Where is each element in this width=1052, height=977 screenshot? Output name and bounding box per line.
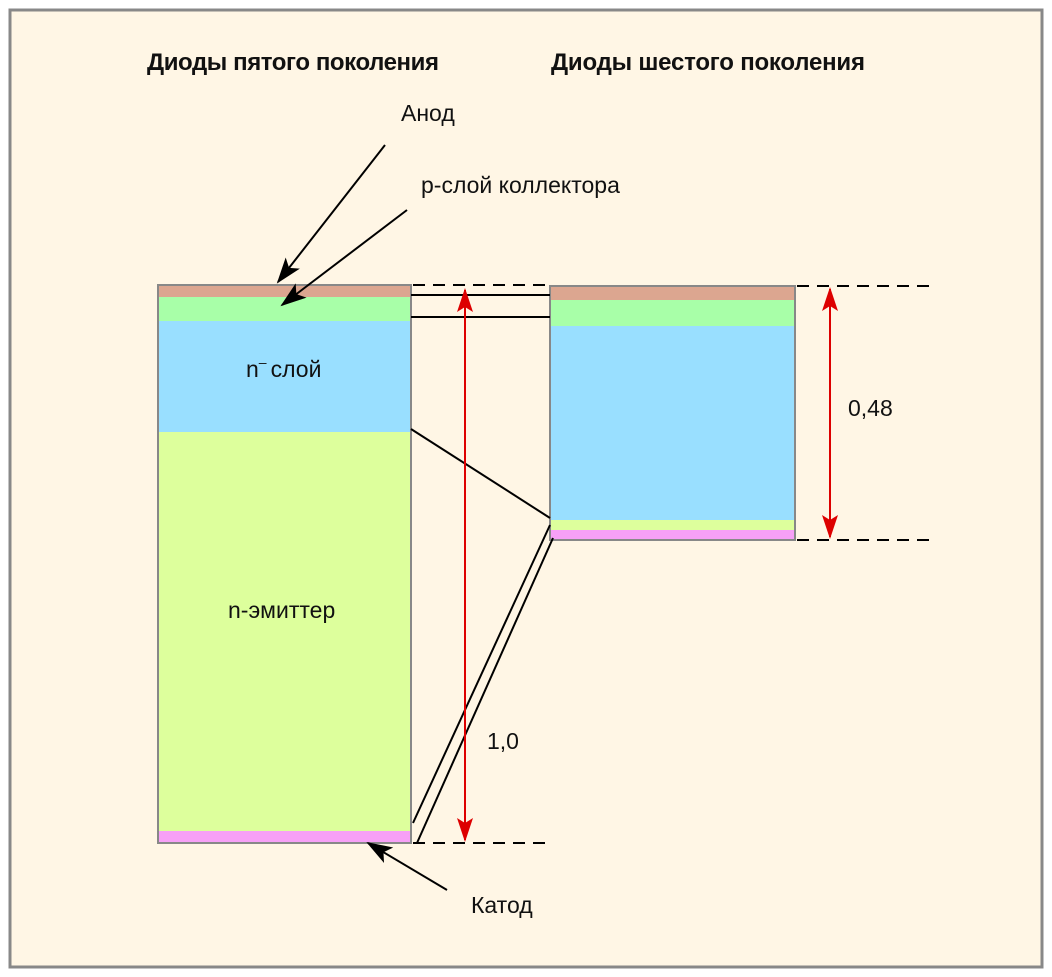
label-thickness-right: 0,48 <box>848 395 893 421</box>
label-thickness-left: 1,0 <box>487 728 519 754</box>
layer-n-emitter <box>550 520 795 530</box>
arrow-cathode <box>366 841 448 891</box>
layer-p-collector <box>550 300 795 326</box>
label-anode: Анод <box>401 100 455 126</box>
diode-5th-gen <box>157 284 412 844</box>
layer-anode <box>550 286 795 300</box>
label-n-minus: n–слой <box>246 354 321 382</box>
label-p-collector: р-слой коллектора <box>421 172 620 198</box>
arrow-anode <box>276 144 386 284</box>
label-n-emitter: n-эмиттер <box>228 597 335 623</box>
title-right: Диоды шестого поколения <box>551 49 865 76</box>
layer-anode <box>158 285 411 297</box>
layer-p-collector <box>158 297 411 321</box>
label-cathode: Катод <box>471 892 533 918</box>
layer-n-emitter <box>158 432 411 831</box>
diode-6th-gen <box>549 285 796 541</box>
layer-cathode <box>550 530 795 540</box>
layer-n-minus <box>158 321 411 432</box>
layer-n-minus <box>550 326 795 520</box>
arrow-p-collector <box>280 209 408 307</box>
connector-lines <box>410 284 935 844</box>
layer-cathode <box>158 831 411 843</box>
title-left: Диоды пятого поколения <box>147 49 439 76</box>
